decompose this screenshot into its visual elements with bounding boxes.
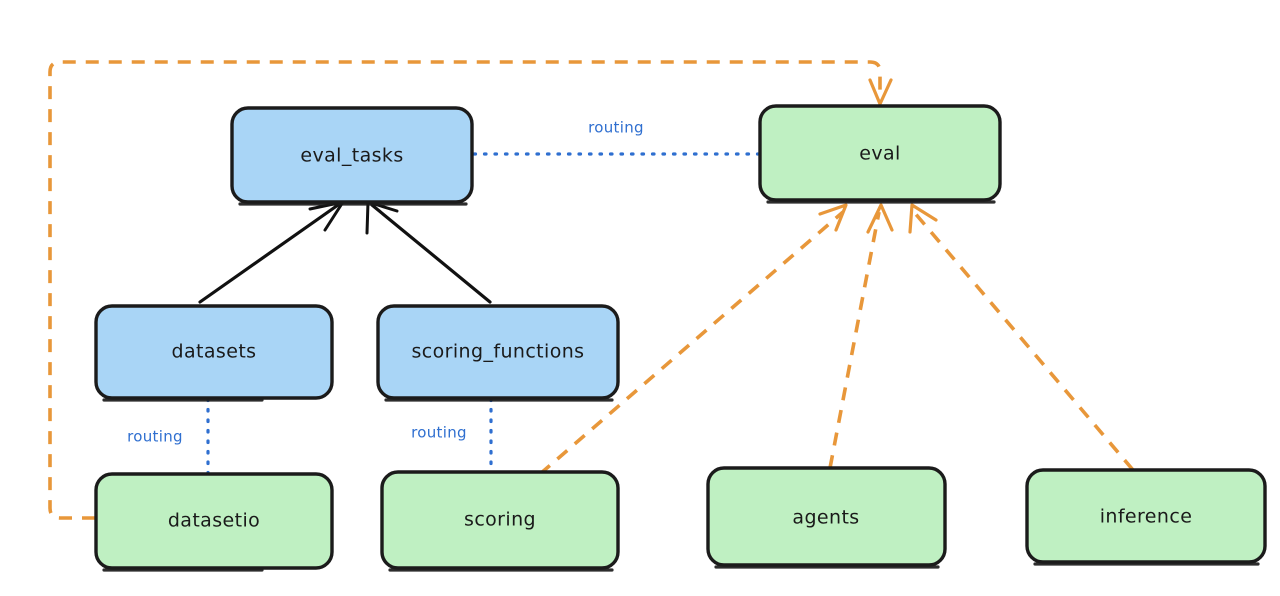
node-eval-label: eval bbox=[859, 143, 900, 165]
edge-agents-eval bbox=[828, 203, 894, 469]
solid-line-scoring-functions-eval-tasks bbox=[370, 203, 492, 304]
node-datasets-box bbox=[94, 304, 334, 400]
solid-line-datasets-eval-tasks bbox=[198, 203, 340, 304]
node-scoring-functions[interactable]: scoring_functions bbox=[376, 304, 620, 402]
edge-label-routing-eval-tasks: routing bbox=[588, 119, 644, 137]
node-scoring-functions-box bbox=[376, 304, 620, 400]
arrowhead-scoring-eval bbox=[818, 203, 848, 232]
edge-label-routing-scoring-functions: routing bbox=[411, 424, 467, 442]
node-scoring-label: scoring bbox=[464, 509, 536, 531]
node-datasets[interactable]: datasets bbox=[94, 304, 334, 402]
edge-label-routing-datasets: routing bbox=[127, 428, 183, 446]
node-inference-label: inference bbox=[1100, 506, 1193, 528]
node-datasetio-box bbox=[94, 472, 334, 570]
node-eval-box bbox=[758, 104, 1002, 202]
node-inference-box bbox=[1025, 468, 1267, 564]
node-eval-tasks[interactable]: eval_tasks bbox=[230, 106, 474, 206]
edge-scoring-functions-eval-tasks bbox=[365, 200, 492, 304]
node-datasetio[interactable]: datasetio bbox=[94, 472, 334, 572]
node-datasets-label: datasets bbox=[172, 341, 257, 363]
node-eval-tasks-box bbox=[230, 106, 474, 204]
node-eval[interactable]: eval bbox=[758, 104, 1002, 204]
dashed-line-inference-eval bbox=[912, 210, 1135, 472]
node-datasetio-label: datasetio bbox=[168, 510, 260, 532]
node-scoring[interactable]: scoring bbox=[380, 470, 620, 572]
edge-datasetio-eval bbox=[48, 60, 893, 520]
dashed-line-agents-eval bbox=[828, 211, 881, 469]
node-agents[interactable]: agents bbox=[706, 466, 947, 569]
node-inference[interactable]: inference bbox=[1025, 468, 1267, 566]
node-agents-box bbox=[706, 466, 947, 567]
node-agents-label: agents bbox=[792, 507, 859, 529]
edge-inference-eval bbox=[908, 203, 1135, 472]
dashed-line-datasetio-eval bbox=[48, 60, 882, 520]
arrowhead-agents-eval bbox=[866, 203, 894, 234]
edge-scoring-eval bbox=[538, 203, 848, 476]
arrowhead-datasetio-eval bbox=[868, 78, 893, 106]
node-scoring-functions-label: scoring_functions bbox=[412, 341, 585, 363]
edge-datasets-eval-tasks bbox=[198, 200, 345, 304]
dashed-line-scoring-eval bbox=[538, 210, 845, 476]
node-scoring-box bbox=[380, 470, 620, 570]
arrowhead-inference-eval bbox=[908, 203, 938, 234]
node-eval-tasks-label: eval_tasks bbox=[300, 145, 403, 167]
